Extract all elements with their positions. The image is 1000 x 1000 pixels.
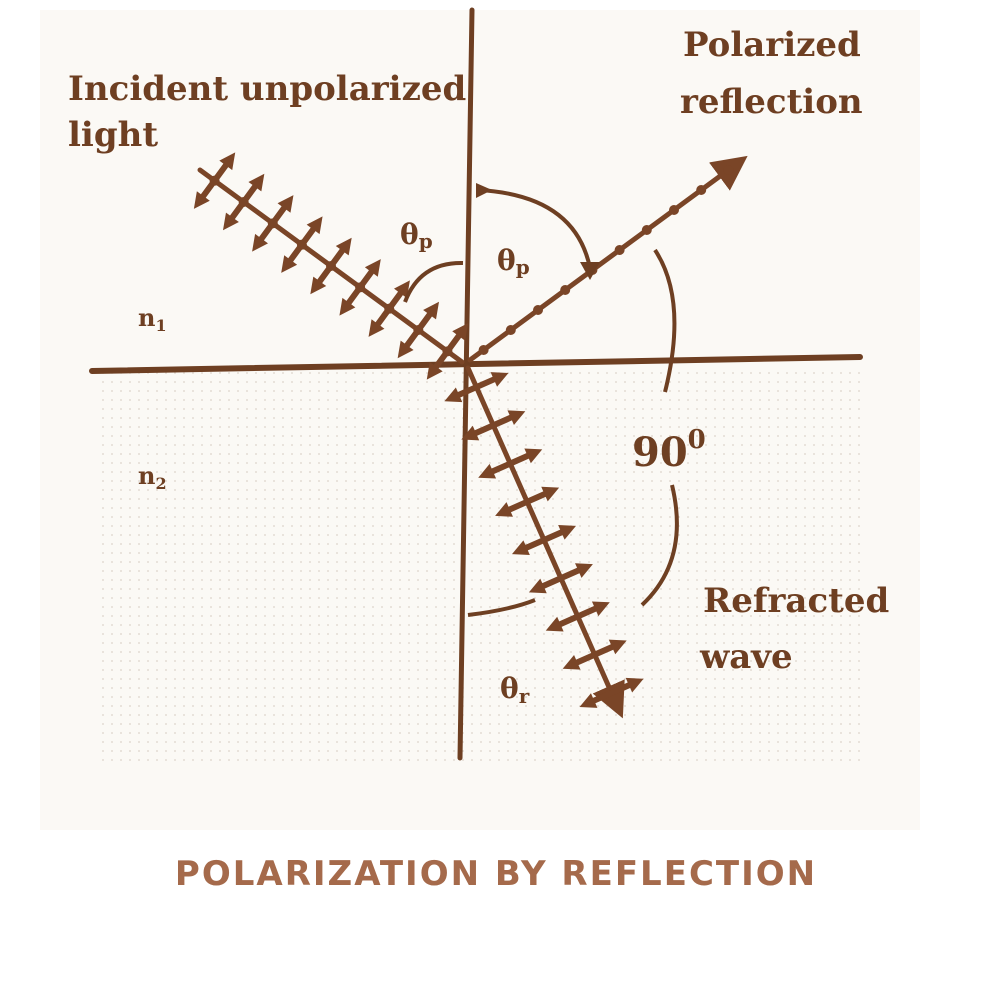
- medium-n1-label: n1: [138, 303, 167, 335]
- refracted-beam-polarization-arrow: [444, 372, 509, 403]
- refracted-beam-polarization-arrow: [562, 639, 627, 670]
- theta-p-reflection-arrow-end: [580, 262, 600, 280]
- incident-beam-polarization-dot: [238, 197, 249, 207]
- refracted-beam: [444, 365, 644, 719]
- reflected-beam-polarization-dot: [614, 245, 625, 255]
- theta-r-label: θr: [500, 672, 530, 708]
- reflected-beam-polarization-dot: [641, 225, 652, 235]
- refracted-label-line2: wave: [699, 637, 793, 677]
- incident-beam-polarization-dot: [209, 175, 220, 186]
- incident-beam-polarization-dot: [267, 218, 278, 229]
- incident-beam-polarization-dot: [413, 325, 424, 335]
- reflected-beam-ray: [467, 155, 748, 363]
- refracted-beam-polarization-arrow: [478, 448, 543, 479]
- right-angle-arc-upper: [653, 248, 677, 393]
- medium-n2-label: n2: [138, 461, 167, 493]
- theta-p-reflection-arrow-tip: [476, 183, 492, 198]
- right-angle-label: 900: [632, 425, 706, 476]
- reflected-beam-polarization-dot: [505, 325, 516, 335]
- refracted-beam-polarization-arrow: [495, 486, 560, 517]
- reflected-beam-polarization-dot: [478, 345, 489, 355]
- normal-line: [457, 7, 475, 761]
- refracted-beam-polarization-arrow: [545, 601, 610, 632]
- reflected-beam-polarization-dot: [533, 305, 543, 315]
- incident-beam: [193, 152, 469, 380]
- reflected-beam-polarization-dot: [669, 205, 679, 215]
- reflected-beam-polarization-dot: [560, 285, 571, 295]
- incident-label-line1: Incident unpolarized: [68, 69, 466, 109]
- refracted-beam-polarization-arrow: [579, 677, 644, 708]
- incident-beam-polarization-dot: [384, 303, 395, 314]
- incident-beam-polarization-dot: [442, 346, 453, 357]
- incident-label-line2: light: [68, 115, 158, 155]
- right-angle-arc-lower: [640, 484, 679, 607]
- incident-beam-polarization-dot: [326, 261, 336, 271]
- lower-medium-shading: [100, 372, 860, 762]
- interface-line: [89, 354, 863, 374]
- theta-p-incident-arc: [403, 260, 464, 303]
- refracted-beam-polarization-arrow: [528, 563, 593, 594]
- reflected-beam: [467, 155, 748, 363]
- reflected-beam-polarization-dot: [696, 185, 707, 195]
- figure-caption: POLARIZATION BY REFLECTION: [175, 854, 817, 894]
- theta-p-reflection-label: θp: [497, 244, 530, 279]
- theta-p-incident-label: θp: [400, 218, 433, 253]
- incident-beam-polarization-dot: [355, 282, 366, 293]
- incident-beam-polarization-dot: [296, 239, 307, 250]
- refracted-beam-polarization-arrow: [511, 525, 577, 555]
- theta-r-arc: [467, 598, 536, 617]
- reflection-label-line1: Polarized: [683, 25, 861, 65]
- reflected-beam-polarization-dot: [723, 165, 734, 175]
- refracted-label-line1: Refracted: [703, 581, 889, 621]
- refracted-beam-polarization-arrow: [461, 410, 526, 441]
- reflection-label-line2: reflection: [680, 82, 863, 122]
- theta-p-reflection-arc: [477, 188, 592, 269]
